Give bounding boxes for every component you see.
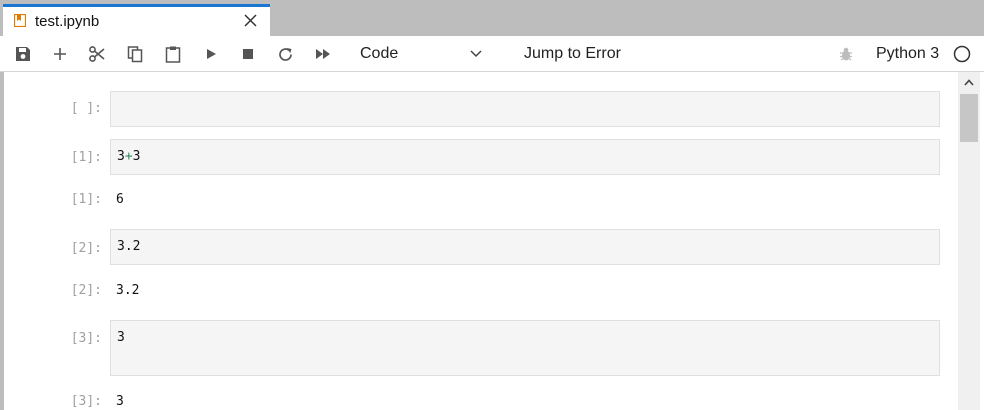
chevron-down-icon xyxy=(470,50,482,58)
vertical-scrollbar[interactable] xyxy=(958,72,980,410)
code-text: 3 xyxy=(117,330,125,345)
code-cell-editor[interactable]: 3 xyxy=(110,320,940,376)
code-text: 3.2 xyxy=(117,239,141,254)
copy-icon xyxy=(127,46,143,63)
kernel-idle-icon xyxy=(953,45,971,63)
input-prompt: [1]: xyxy=(70,150,102,165)
save-icon xyxy=(16,47,30,61)
run-all-button[interactable] xyxy=(312,36,334,72)
notebook-panel: [ ]: [1]: 3+3 [1]: 6 [2]: 3.2 [2]: 3.2 [… xyxy=(4,72,958,410)
restart-button[interactable] xyxy=(274,36,296,72)
code-cell-editor[interactable] xyxy=(110,91,940,127)
cell-output: 3.2 xyxy=(116,283,140,298)
code-token: 3 xyxy=(132,149,141,164)
input-prompt: [ ]: xyxy=(70,101,102,116)
code-cell-editor[interactable]: 3+3 xyxy=(110,139,940,175)
output-prompt: [3]: xyxy=(70,394,102,409)
add-icon xyxy=(54,48,66,60)
output-prompt: [2]: xyxy=(70,283,102,298)
close-icon[interactable] xyxy=(243,13,258,28)
tab-test-notebook[interactable]: test.ipynb xyxy=(3,4,270,36)
paste-icon xyxy=(165,46,181,63)
notebook-toolbar: Code Jump to Error Python 3 xyxy=(0,36,984,72)
run-icon xyxy=(207,49,216,59)
cell-type-value: Code xyxy=(360,45,399,62)
jump-to-error-button[interactable]: Jump to Error xyxy=(524,45,621,62)
debugger-button[interactable] xyxy=(836,36,856,72)
cell-output: 6 xyxy=(116,192,124,207)
window-edge xyxy=(980,72,984,410)
cell-type-select[interactable]: Code xyxy=(360,36,484,72)
notebook-icon xyxy=(14,14,26,27)
code-token: 3 xyxy=(117,149,125,164)
paste-button[interactable] xyxy=(162,36,184,72)
kernel-status xyxy=(952,36,972,72)
code-operator: + xyxy=(124,149,133,164)
input-prompt: [2]: xyxy=(70,241,102,256)
stop-icon xyxy=(243,49,253,59)
restart-icon xyxy=(278,47,292,61)
cut-icon xyxy=(89,46,105,62)
save-button[interactable] xyxy=(12,36,34,72)
code-cell-editor[interactable]: 3.2 xyxy=(110,229,940,265)
kernel-name[interactable]: Python 3 xyxy=(876,45,940,62)
cell-output: 3 xyxy=(116,394,124,409)
output-prompt: [1]: xyxy=(70,192,102,207)
tab-bar: test.ipynb xyxy=(0,0,984,36)
run-all-icon xyxy=(316,49,330,59)
insert-cell-button[interactable] xyxy=(49,36,71,72)
bug-icon xyxy=(840,47,852,61)
interrupt-button[interactable] xyxy=(237,36,259,72)
tab-title: test.ipynb xyxy=(35,13,100,30)
code-text: 3+3 xyxy=(117,149,140,164)
input-prompt: [3]: xyxy=(70,331,102,346)
run-button[interactable] xyxy=(200,36,222,72)
chevron-up-icon xyxy=(964,78,974,86)
copy-button[interactable] xyxy=(124,36,146,72)
cut-button[interactable] xyxy=(86,36,108,72)
scrollbar-thumb[interactable] xyxy=(960,94,978,142)
scroll-up-button[interactable] xyxy=(958,72,980,92)
